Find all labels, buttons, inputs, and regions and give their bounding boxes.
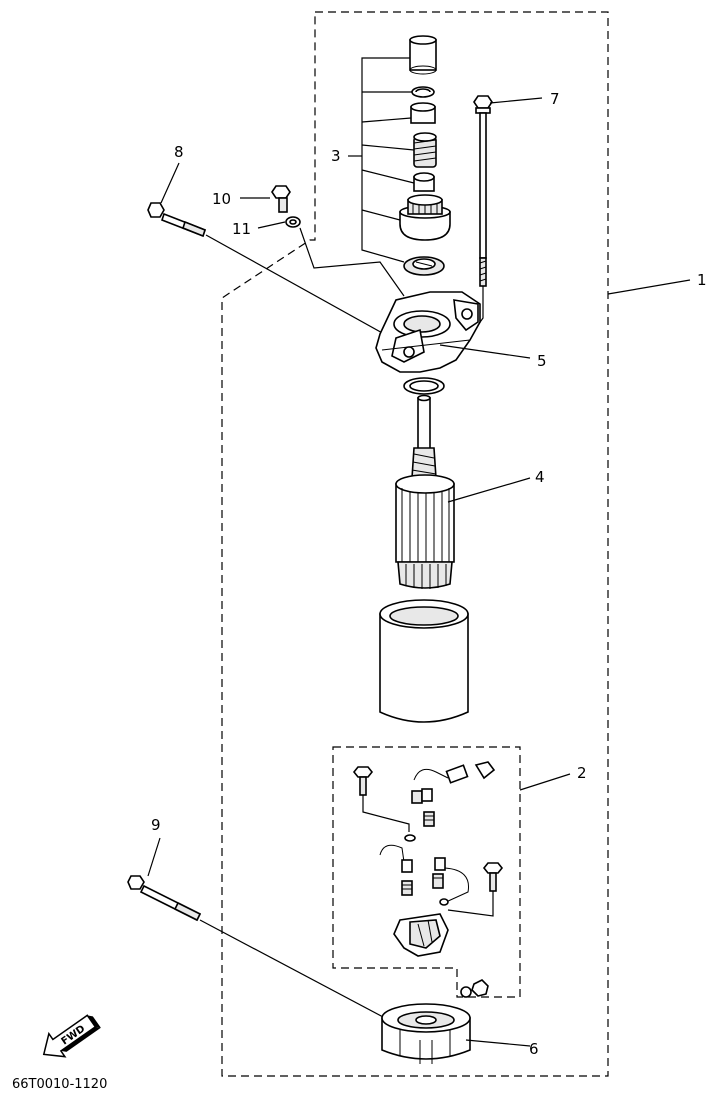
pinion-cap [409, 35, 437, 75]
starter-assembly-boundary [221, 11, 609, 1077]
pinion-gear [399, 194, 451, 241]
bolt-10 [271, 185, 291, 213]
callout-1: 1 [697, 271, 707, 289]
stopper [410, 102, 436, 124]
mount-bolt-lower [127, 875, 202, 922]
o-ring [403, 377, 445, 395]
armature [395, 394, 455, 589]
callout-4: 4 [535, 468, 545, 486]
fwd-arrow-icon: FWD [42, 1014, 101, 1058]
callout-11: 11 [232, 220, 251, 238]
pinion-washer [403, 256, 445, 276]
through-bolt [473, 95, 493, 287]
yoke [379, 599, 469, 723]
collar [413, 172, 435, 192]
callout-7: 7 [550, 90, 560, 108]
washer-11 [285, 216, 301, 228]
callout-10: 10 [212, 190, 231, 208]
snap-ring [411, 86, 435, 98]
callout-9: 9 [151, 816, 161, 834]
callout-6: 6 [529, 1040, 539, 1058]
callout-5: 5 [537, 352, 547, 370]
callout-2: 2 [577, 764, 587, 782]
callout-8: 8 [174, 143, 184, 161]
callout-3: 3 [331, 147, 341, 165]
mount-bolt-upper [147, 202, 206, 238]
spring [413, 132, 437, 168]
brush-set-boundary [332, 746, 521, 998]
brush-parts [352, 761, 504, 998]
figure-code: 66T0010-1120 [12, 1077, 107, 1092]
pinion-kit [348, 35, 451, 276]
rear-cover [381, 1003, 471, 1064]
front-bracket [375, 291, 481, 373]
